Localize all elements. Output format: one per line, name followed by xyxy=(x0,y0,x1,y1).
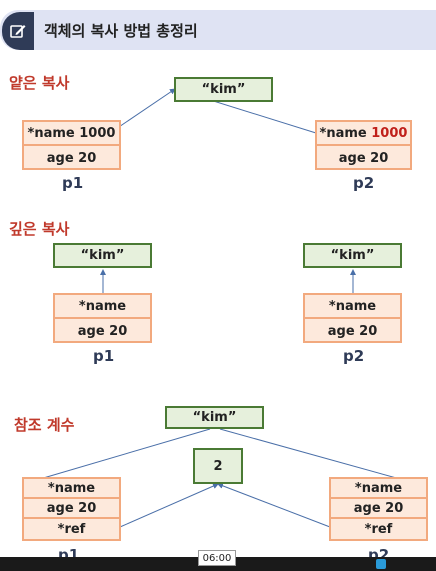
ref-p1-name-row: *name xyxy=(24,479,119,499)
ref-p2-age-row: age 20 xyxy=(331,499,426,519)
shallow-p1-name-row: *name 1000 xyxy=(24,122,119,146)
shallow-p2-object: *name 1000 age 20 xyxy=(315,120,412,170)
timestamp-badge: 06:00 xyxy=(198,550,236,566)
ref-p2-object: *name age 20 *ref xyxy=(329,477,428,541)
deep-p1-label: p1 xyxy=(93,347,115,365)
deep-p2-kim-value: “kim” xyxy=(303,243,402,268)
ref-p2-to-kim xyxy=(219,428,401,480)
ref-count-box: 2 xyxy=(193,448,243,484)
shallow-kim-value: “kim” xyxy=(174,77,273,102)
edit-icon xyxy=(2,12,34,50)
shallow-p2-name-row: *name 1000 xyxy=(317,122,410,146)
player-control-icon[interactable] xyxy=(376,559,386,569)
shallow-p1-age-row: age 20 xyxy=(46,150,97,166)
deep-p1-object: *name age 20 xyxy=(53,293,152,343)
deep-p2-label: p2 xyxy=(343,347,365,365)
page-title: 객체의 복사 방법 총정리 xyxy=(44,22,198,40)
ref-p2-ref-row: *ref xyxy=(364,521,393,537)
header-bar xyxy=(0,10,436,50)
shallow-copy-title: 얕은 복사 xyxy=(9,74,70,92)
shallow-p1-label: p1 xyxy=(62,174,84,192)
deep-p1-name-row: *name xyxy=(55,295,150,319)
shallow-p1-object: *name 1000 age 20 xyxy=(22,120,121,170)
ref-p1-to-count xyxy=(119,483,219,528)
ref-p1-age-row: age 20 xyxy=(24,499,119,519)
deep-p1-age-row: age 20 xyxy=(77,323,128,339)
ref-kim-value: “kim” xyxy=(165,406,264,429)
ref-p1-ref-row: *ref xyxy=(57,521,86,537)
ref-p2-to-count xyxy=(217,482,331,528)
ref-p1-object: *name age 20 *ref xyxy=(22,477,121,541)
ref-count-title: 참조 계수 xyxy=(14,416,75,434)
deep-p1-kim-value: “kim” xyxy=(53,243,152,268)
ref-p1-to-kim xyxy=(39,428,211,480)
deep-p2-age-row: age 20 xyxy=(327,323,378,339)
ref-p2-name-row: *name xyxy=(331,479,426,499)
deep-p2-name-row: *name xyxy=(305,295,400,319)
shallow-p2-age-row: age 20 xyxy=(338,150,389,166)
deep-p2-object: *name age 20 xyxy=(303,293,402,343)
deep-copy-title: 깊은 복사 xyxy=(9,220,70,238)
shallow-p2-label: p2 xyxy=(353,174,375,192)
